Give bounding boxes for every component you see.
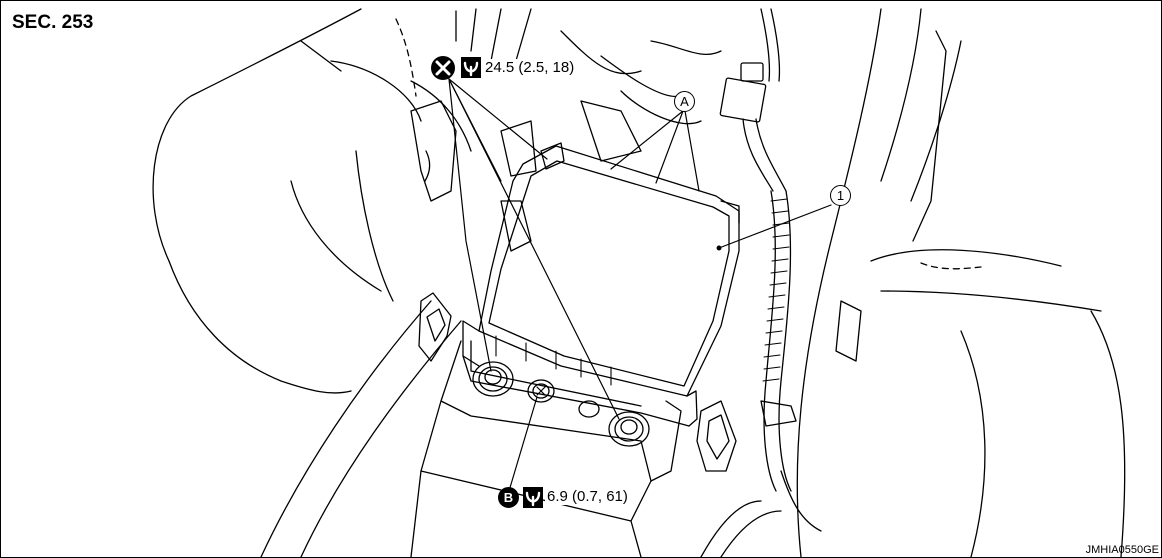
torque-wrench-icon-top [461, 57, 481, 78]
left-seat [152, 8, 472, 394]
lower-harness [700, 470, 822, 557]
torque-spec-top: 24.5 (2.5, 18) [483, 59, 577, 76]
right-seat [796, 8, 1126, 557]
figure-code: JMHIA0550GE [1085, 544, 1159, 556]
floor-tunnel [260, 8, 722, 557]
unit-bracket [410, 340, 682, 557]
air-bag-diagnosis-sensor-unit [462, 142, 740, 427]
no-reuse-x-icon [431, 56, 455, 80]
leader-lines-a [610, 110, 700, 192]
locating-hole [578, 400, 600, 418]
wire-harness [719, 8, 797, 492]
left-seat-belt-anchor [418, 292, 452, 362]
left-mounting-bracket [410, 100, 537, 252]
screw-b [527, 379, 555, 403]
leader-lines-top [448, 78, 620, 420]
leader-line-1 [718, 204, 832, 249]
leader-line-b [508, 396, 538, 492]
callout-a: A [674, 91, 695, 112]
mounting-bolt-right [608, 411, 650, 447]
callout-b: B [498, 487, 519, 508]
right-seat-belt-anchor [696, 400, 737, 472]
section-label: SEC. 253 [10, 12, 96, 34]
callout-part-1: 1 [830, 185, 851, 206]
torque-wrench-icon-bottom [523, 487, 543, 508]
mounting-bolt-left [472, 361, 514, 397]
torque-spec-bottom: 6.9 (0.7, 61) [545, 488, 630, 505]
